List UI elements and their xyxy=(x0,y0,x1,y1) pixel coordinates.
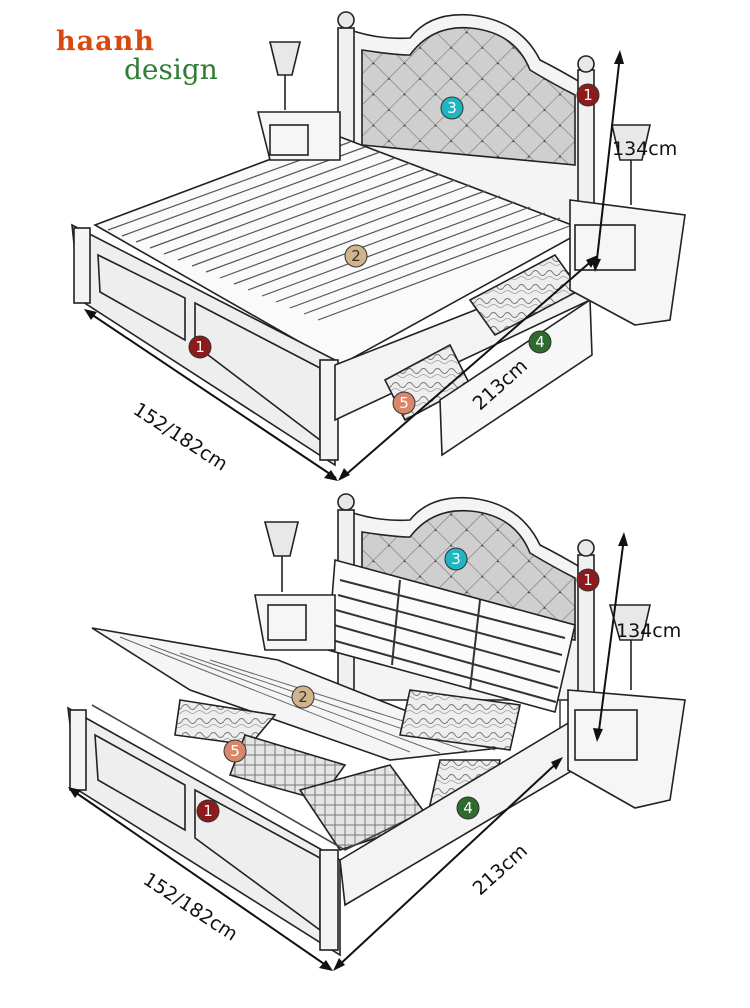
svg-text:3: 3 xyxy=(451,550,461,568)
bottom-marker-2: 2 xyxy=(291,685,315,709)
svg-text:1: 1 xyxy=(195,338,205,356)
bottom-marker-3: 3 xyxy=(444,547,468,571)
top-bed-drawing xyxy=(71,11,686,467)
svg-text:2: 2 xyxy=(351,247,361,265)
top-height-label: 134cm xyxy=(612,138,678,160)
bottom-height-label: 134cm xyxy=(616,620,682,642)
bottom-marker-1: 1 xyxy=(576,568,600,592)
top-marker-2: 2 xyxy=(344,244,368,268)
top-dimension-lines xyxy=(87,54,621,479)
svg-text:1: 1 xyxy=(583,571,593,589)
svg-text:5: 5 xyxy=(399,394,409,412)
svg-text:2: 2 xyxy=(298,688,308,706)
svg-text:1: 1 xyxy=(583,86,593,104)
bottom-marker-4: 4 xyxy=(456,796,480,820)
bottom-bed-drawing xyxy=(67,493,686,957)
top-marker-4: 4 xyxy=(528,330,552,354)
bottom-dimension-lines xyxy=(71,537,625,969)
top-marker-1: 1 xyxy=(188,335,212,359)
svg-text:1: 1 xyxy=(203,802,213,820)
brand-logo-bottom: design xyxy=(124,53,218,86)
top-marker-3: 3 xyxy=(440,96,464,120)
top-marker-5: 5 xyxy=(392,391,416,415)
bottom-marker-1: 1 xyxy=(196,799,220,823)
svg-text:4: 4 xyxy=(463,799,473,817)
top-marker-1: 1 xyxy=(576,83,600,107)
svg-text:3: 3 xyxy=(447,99,457,117)
svg-text:4: 4 xyxy=(535,333,545,351)
svg-text:5: 5 xyxy=(230,742,240,760)
bottom-marker-5: 5 xyxy=(223,739,247,763)
brand-logo-top: haanh xyxy=(56,26,155,57)
